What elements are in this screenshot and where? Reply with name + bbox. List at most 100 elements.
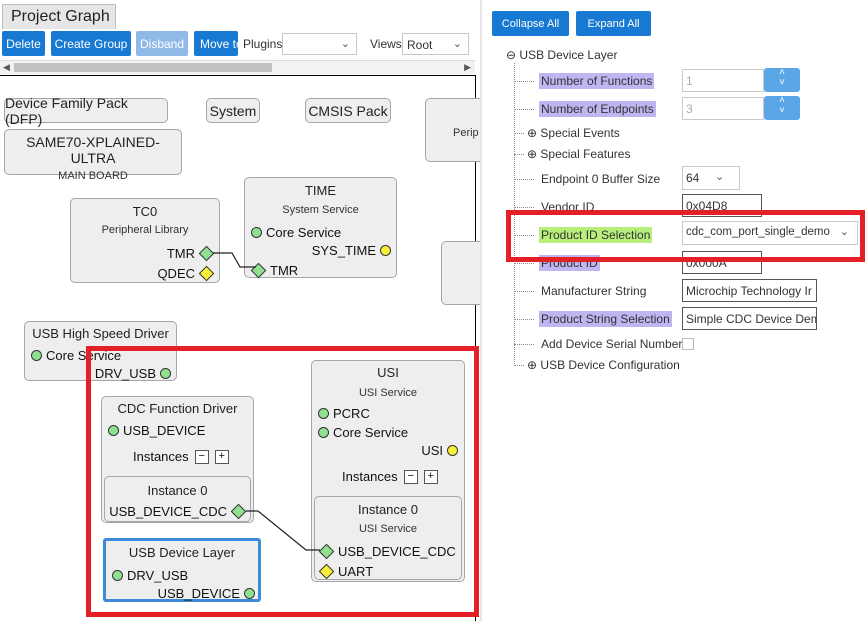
disband-button[interactable]: Disband <box>136 31 188 56</box>
tc0-subtitle: Peripheral Library <box>101 224 189 236</box>
usi-instance-subtitle: USI Service <box>358 523 418 535</box>
node-cdc-function-driver[interactable]: CDC Function Driver USB_DEVICE Instances… <box>101 396 254 523</box>
product-string-selection-label: Product String Selection <box>539 311 672 327</box>
plugins-select[interactable]: ⌄ <box>282 33 357 55</box>
hs-drv-usb-port[interactable]: DRV_USB <box>95 366 171 381</box>
node-system[interactable]: System <box>206 98 260 123</box>
udl-drv-usb-port[interactable]: DRV_USB <box>112 568 188 583</box>
cdc-instance-usb-device-cdc-port[interactable]: USB_DEVICE_CDC <box>109 503 247 520</box>
ep0-buffer-label: Endpoint 0 Buffer Size <box>541 172 661 186</box>
node-cmsis[interactable]: CMSIS Pack <box>305 98 391 123</box>
num-functions-spinner[interactable]: ˄˅ <box>764 68 800 92</box>
usi-pcrc-port[interactable]: PCRC <box>318 406 370 421</box>
plus-icon[interactable]: + <box>423 469 438 484</box>
circle-port-icon <box>447 445 458 456</box>
usi-instance-uart-port[interactable]: UART <box>318 563 373 580</box>
serial-number-checkbox[interactable] <box>682 338 694 350</box>
chevron-down-icon: ⌄ <box>340 38 350 50</box>
scroll-right-icon[interactable]: ▶ <box>464 62 471 72</box>
tree-tick <box>514 263 534 264</box>
expand-all-button[interactable]: Expand All <box>576 11 651 36</box>
node-board[interactable]: SAME70-XPLAINED-ULTRA MAIN BOARD <box>4 129 182 182</box>
expand-icon[interactable]: ⊕ <box>527 147 538 161</box>
node-usi[interactable]: USI USI Service PCRC Core Service USI In… <box>311 360 465 582</box>
time-sys-time-port[interactable]: SYS_TIME <box>312 243 391 258</box>
device-configuration-label: USB Device Configuration <box>540 358 680 372</box>
usi-instances-label: Instances <box>342 469 398 484</box>
tree-tick <box>514 154 524 155</box>
special-events-node[interactable]: ⊕ Special Events <box>527 126 620 140</box>
cdc-usb-device-port[interactable]: USB_DEVICE <box>108 423 205 438</box>
ep0-buffer-select[interactable]: 64 ⌄ <box>682 166 740 190</box>
connection-usb-device-cdc <box>246 510 320 551</box>
cdc-instance-title: Instance 0 <box>147 483 208 498</box>
create-group-button[interactable]: Create Group <box>51 31 131 56</box>
circle-port-icon <box>108 425 119 436</box>
usi-title: USI <box>377 365 399 380</box>
tc0-qdec-label: QDEC <box>157 266 195 281</box>
time-sys-label: SYS_TIME <box>311 243 376 258</box>
special-features-node[interactable]: ⊕ Special Features <box>527 147 630 161</box>
delete-button[interactable]: Delete <box>2 31 45 56</box>
usi-usi-port[interactable]: USI <box>421 443 458 458</box>
udl-title: USB Device Layer <box>128 545 236 560</box>
chevron-down-icon: ⌄ <box>452 38 462 50</box>
num-endpoints-text: Number of Endpoints <box>539 101 656 117</box>
tree-tick <box>514 109 534 110</box>
views-select[interactable]: Root ⌄ <box>402 33 469 55</box>
num-endpoints-field[interactable]: 3 <box>682 97 764 120</box>
minus-icon[interactable]: − <box>403 469 418 484</box>
time-core-service-port[interactable]: Core Service <box>251 225 341 240</box>
move-to-button[interactable]: Move to <box>194 31 238 56</box>
chevron-down-icon: ⌄ <box>839 226 849 238</box>
plus-icon[interactable]: + <box>214 449 229 464</box>
project-graph-tab[interactable]: Project Graph <box>2 4 116 29</box>
cdc-instances-label: Instances <box>133 449 189 464</box>
tree-tick <box>514 235 534 236</box>
hs-core-service-port[interactable]: Core Service <box>31 348 121 363</box>
device-configuration-node[interactable]: ⊕ USB Device Configuration <box>527 358 680 372</box>
scrollbar-thumb[interactable] <box>14 63 272 72</box>
time-tmr-port[interactable]: TMR <box>250 262 298 279</box>
usi-core-service-port[interactable]: Core Service <box>318 425 408 440</box>
highlight-box-graph <box>86 346 479 617</box>
scroll-left-icon[interactable]: ◀ <box>3 62 10 72</box>
usi-instance-0[interactable]: Instance 0 USI Service USB_DEVICE_CDC UA… <box>314 496 462 580</box>
manufacturer-field[interactable]: Microchip Technology Ir <box>682 279 817 302</box>
expand-icon[interactable]: ⊕ <box>527 358 538 372</box>
product-string-field[interactable]: Simple CDC Device Dem <box>682 307 817 330</box>
graph-canvas[interactable]: Device Family Pack (DFP) System CMSIS Pa… <box>0 75 486 621</box>
serial-number-label: Add Device Serial Number <box>541 337 683 351</box>
tc0-qdec-port[interactable]: QDEC <box>157 265 215 282</box>
collapse-all-button[interactable]: Collapse All <box>492 11 569 36</box>
tree-tick <box>514 291 534 292</box>
hs-title: USB High Speed Driver <box>32 326 169 341</box>
circle-port-icon <box>244 588 255 599</box>
tree-root-usb-device-layer[interactable]: ⊖ USB Device Layer <box>506 48 617 62</box>
tc0-title: TC0 <box>132 204 158 219</box>
num-endpoints-spinner[interactable]: ˄˅ <box>764 96 800 120</box>
node-usb-device-layer[interactable]: USB Device Layer DRV_USB USB_DEVICE <box>103 538 261 602</box>
minus-icon[interactable]: − <box>194 449 209 464</box>
expand-icon[interactable]: ⊕ <box>527 126 538 140</box>
usi-instance-cdc-label: USB_DEVICE_CDC <box>338 544 456 559</box>
circle-port-icon <box>380 245 391 256</box>
node-time[interactable]: TIME System Service Core Service SYS_TIM… <box>244 177 397 279</box>
tc0-tmr-label: TMR <box>166 246 195 261</box>
product-string-selection-text: Product String Selection <box>539 311 672 327</box>
horizontal-scrollbar[interactable]: ◀ ▶ <box>0 60 475 74</box>
node-dfp[interactable]: Device Family Pack (DFP) <box>4 95 168 127</box>
node-usb-hs-driver[interactable]: USB High Speed Driver Core Service DRV_U… <box>24 321 177 381</box>
product-id-selection-select[interactable]: cdc_com_port_single_demo ⌄ <box>682 221 858 245</box>
usi-instance-usb-device-cdc-port[interactable]: USB_DEVICE_CDC <box>318 543 456 560</box>
num-functions-field[interactable]: 1 <box>682 69 764 92</box>
collapse-icon[interactable]: ⊖ <box>506 48 517 62</box>
circle-port-icon <box>318 408 329 419</box>
hs-drv-label: DRV_USB <box>94 366 156 381</box>
plugins-label: Plugins: <box>243 37 286 51</box>
udl-usb-device-port[interactable]: USB_DEVICE <box>158 586 255 601</box>
tc0-tmr-port[interactable]: TMR <box>166 245 215 262</box>
node-tc0[interactable]: TC0 Peripheral Library TMR QDEC <box>70 198 220 283</box>
cdc-instance-0[interactable]: Instance 0 USB_DEVICE_CDC <box>104 476 251 522</box>
tree-tick <box>514 319 534 320</box>
